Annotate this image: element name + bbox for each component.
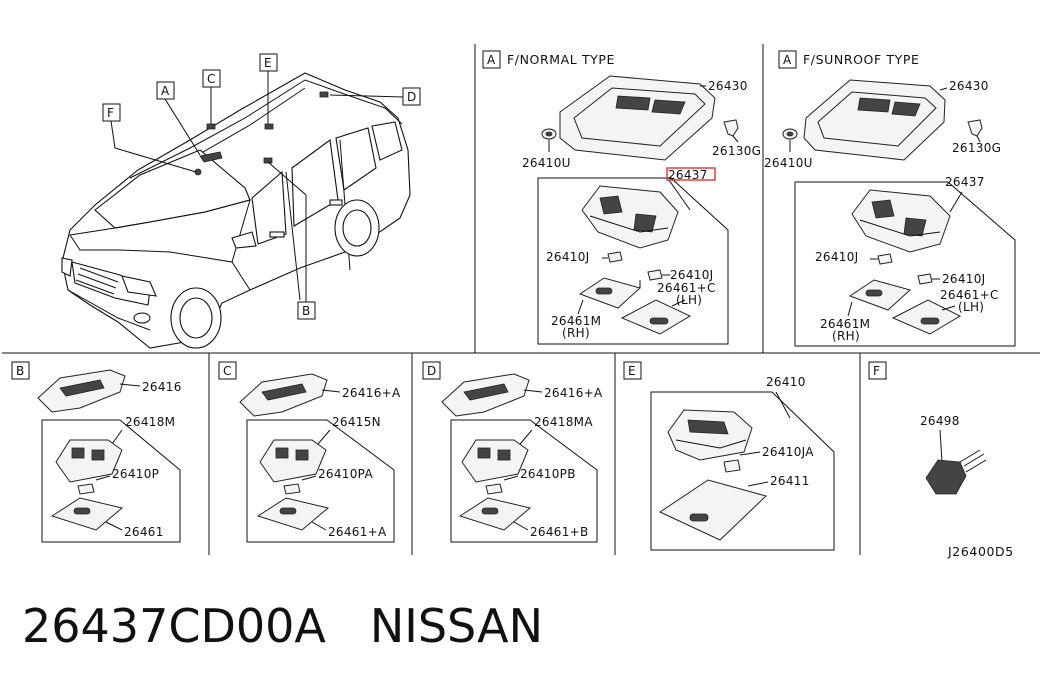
part-label: 26410U	[522, 156, 571, 170]
part-label: 26498	[920, 414, 960, 428]
section-e: E 26410 26410JA 26411	[623, 361, 835, 551]
callout-e: E	[259, 53, 278, 124]
callout-letter: C	[207, 72, 216, 86]
section-a-normal: A F/NORMAL TYPE 26430 26410U 26130G 2643…	[482, 50, 761, 345]
caption: 26437CD00A NISSAN	[22, 596, 543, 656]
callout-d: D	[329, 87, 421, 106]
part-label: 26410J	[942, 272, 986, 286]
part-label: 26461+C	[657, 281, 716, 295]
part-label: 26410	[766, 375, 806, 389]
part-label: 26130G	[952, 141, 1001, 155]
callout-letter: A	[161, 84, 170, 98]
part-label: 26430	[708, 79, 748, 93]
panel-dividers	[2, 44, 1040, 555]
part-label: 26430	[949, 79, 989, 93]
part-label: 26416+A	[544, 386, 603, 400]
part-label: 26415N	[332, 415, 381, 429]
part-label: 26410U	[764, 156, 813, 170]
section-title: F/NORMAL TYPE	[507, 52, 615, 67]
part-label: 26437	[945, 175, 985, 189]
vehicle-drawing	[61, 72, 411, 349]
part-label-highlighted: 26437	[668, 168, 708, 182]
part-label: 26418MA	[534, 415, 593, 429]
section-key: E	[628, 364, 636, 378]
section-key: F	[873, 364, 880, 378]
section-a-sunroof: A F/SUNROOF TYPE 26430 26410U 26130G 264…	[764, 50, 1016, 347]
part-label: 26130G	[712, 144, 761, 158]
section-key: A	[783, 53, 792, 67]
part-label: 26461M	[551, 314, 601, 328]
part-label: 26411	[770, 474, 810, 488]
part-label: 26461+B	[530, 525, 589, 539]
part-label: 26410J	[546, 250, 590, 264]
callout-f: F	[102, 103, 197, 173]
section-f: F 26498	[868, 361, 987, 495]
section-d: D 26416+A 26418MA 26410PB 26461+B	[422, 361, 603, 543]
callout-letter: E	[264, 56, 272, 70]
callout-a: A	[156, 81, 201, 156]
section-b: B 26416 26418M 26410P 26461	[11, 361, 182, 543]
callout-letters: A C E D F B	[102, 53, 421, 320]
section-c: C 26416+A 26415N 26410PA 26461+A	[218, 361, 401, 543]
part-label: 26461+C	[940, 288, 999, 302]
section-key: A	[487, 53, 496, 67]
callout-letter: B	[302, 304, 311, 318]
part-label: 26461+A	[328, 525, 387, 539]
part-label: 26418M	[125, 415, 175, 429]
bulb-left	[602, 251, 623, 263]
part-label: 26461	[124, 525, 164, 539]
section-title: F/SUNROOF TYPE	[803, 52, 919, 67]
callout-b: B	[267, 161, 316, 320]
part-label: (RH)	[562, 326, 590, 340]
caption-brand: NISSAN	[369, 599, 543, 653]
part-label: (LH)	[958, 300, 984, 314]
part-label: 26416+A	[342, 386, 401, 400]
caption-part-number: 26437CD00A	[22, 599, 326, 653]
part-label: (RH)	[832, 329, 860, 343]
callout-c: C	[202, 69, 221, 124]
highlight-box	[666, 167, 716, 181]
callout-letter: D	[407, 90, 417, 104]
part-label: 26410J	[815, 250, 859, 264]
part-label: 26410P	[112, 467, 159, 481]
bulb-right	[647, 269, 670, 281]
section-key: B	[16, 364, 25, 378]
part-label: 26410J	[670, 268, 714, 282]
part-label: (LH)	[676, 293, 702, 307]
callout-letter: F	[107, 106, 114, 120]
part-label: 26410JA	[762, 445, 814, 459]
section-key: C	[223, 364, 232, 378]
part-label: 26416	[142, 380, 182, 394]
section-key: D	[427, 364, 437, 378]
part-label: 26410PA	[318, 467, 373, 481]
drawing-code: J26400D5	[947, 544, 1014, 559]
part-label: 26461M	[820, 317, 870, 331]
part-label: 26410PB	[520, 467, 576, 481]
